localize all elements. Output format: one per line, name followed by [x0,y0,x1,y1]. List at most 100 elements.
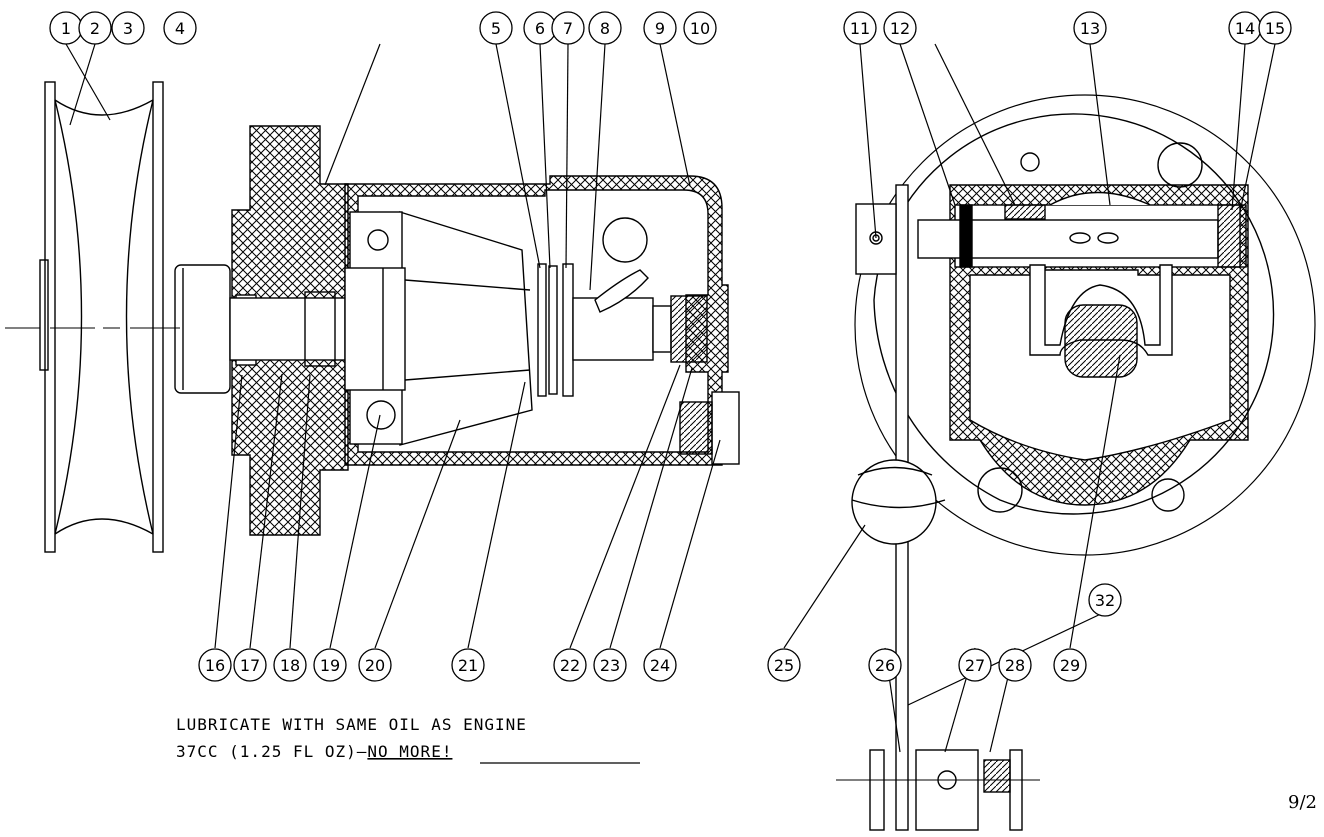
callout-number: 4 [175,19,185,38]
callout-circle [998,648,1032,682]
callout-9: 9 [643,11,677,45]
callout-circle [553,648,587,682]
callout-circle [643,11,677,45]
plug-fitting [679,391,740,465]
callout-number: 29 [1060,656,1080,675]
callout-number: 3 [123,19,133,38]
callout-number: 6 [535,19,545,38]
callout-number: 21 [458,656,478,675]
callout-circle [868,648,902,682]
shaft-nut [174,264,231,394]
callout-12: 12 [883,11,917,45]
callout-21: 21 [451,648,485,682]
callout-8: 8 [588,11,622,45]
pulley [39,81,164,553]
swashplate [344,211,533,446]
thrust-washers [537,263,574,397]
callout-number: 26 [875,656,895,675]
callout-number: 1 [61,19,71,38]
callout-2: 2 [78,11,112,45]
callout-number: 8 [600,19,610,38]
callout-10: 10 [683,11,717,45]
callout-circle [1258,11,1292,45]
callout-number: 19 [320,656,340,675]
callout-number: 16 [205,656,225,675]
callout-number: 22 [560,656,580,675]
page-marker: 9/2 [1288,792,1317,813]
callout-circle [313,648,347,682]
callout-circle [643,648,677,682]
callout-number: 32 [1095,591,1115,610]
callout-circle [78,11,112,45]
callout-number: 2 [90,19,100,38]
callout-number: 25 [774,656,794,675]
callout-circle [358,648,392,682]
callout-17: 17 [233,648,267,682]
callout-6: 6 [523,11,557,45]
callout-number: 9 [655,19,665,38]
callout-circle [479,11,513,45]
callout-circle [111,11,145,45]
ball-check [594,217,649,313]
callout-number: 11 [850,19,870,38]
callout-number: 18 [280,656,300,675]
callout-number: 7 [563,19,573,38]
note-line-2: 37CC (1.25 FL OZ)–NO MORE! [176,742,452,761]
callout-4: 4 [163,11,197,45]
callout-number: 27 [965,656,985,675]
callout-19: 19 [313,648,347,682]
callout-24: 24 [643,648,677,682]
callout-circle [198,648,232,682]
note-line-2-emphasis: NO MORE! [367,742,452,761]
shaft [229,291,351,367]
note-line-1: LUBRICATE WITH SAME OIL AS ENGINE [176,715,527,734]
callout-26: 26 [868,648,902,682]
callout-16: 16 [198,648,232,682]
callout-15: 15 [1258,11,1292,45]
callout-22: 22 [553,648,587,682]
callout-circle [1073,11,1107,45]
callout-number: 10 [690,19,710,38]
callout-number: 15 [1265,19,1285,38]
callout-11: 11 [843,11,877,45]
callout-number: 13 [1080,19,1100,38]
callout-number: 5 [491,19,501,38]
callout-number: 23 [600,656,620,675]
callout-3: 3 [111,11,145,45]
callout-circle [451,648,485,682]
note-line-2-prefix: 37CC (1.25 FL OZ)– [176,742,367,761]
callout-circle [551,11,585,45]
bushing [851,459,946,545]
callout-25: 25 [767,648,801,682]
callout-13: 13 [1073,11,1107,45]
rear-shaft [572,295,708,363]
callout-number: 17 [240,656,260,675]
callout-circle [767,648,801,682]
callout-circle [233,648,267,682]
callout-circle [588,11,622,45]
clamp-block [836,749,1040,831]
callout-18: 18 [273,648,307,682]
callout-20: 20 [358,648,392,682]
pivot-pin [917,191,1247,268]
callout-number: 28 [1005,656,1025,675]
callout-circle [883,11,917,45]
callout-number: 24 [650,656,670,675]
callout-number: 14 [1235,19,1255,38]
callout-28: 28 [998,648,1032,682]
callout-27: 27 [958,648,992,682]
callout-14: 14 [1228,11,1262,45]
callout-number: 12 [890,19,910,38]
callout-number: 20 [365,656,385,675]
callout-circle [593,648,627,682]
callout-circle [163,11,197,45]
callout-circle [273,648,307,682]
callout-circle [843,11,877,45]
callout-circle [958,648,992,682]
callout-circle [683,11,717,45]
callout-circle [1088,583,1122,617]
callout-circle [1053,648,1087,682]
lubrication-note: LUBRICATE WITH SAME OIL AS ENGINE 37CC (… [176,715,640,764]
